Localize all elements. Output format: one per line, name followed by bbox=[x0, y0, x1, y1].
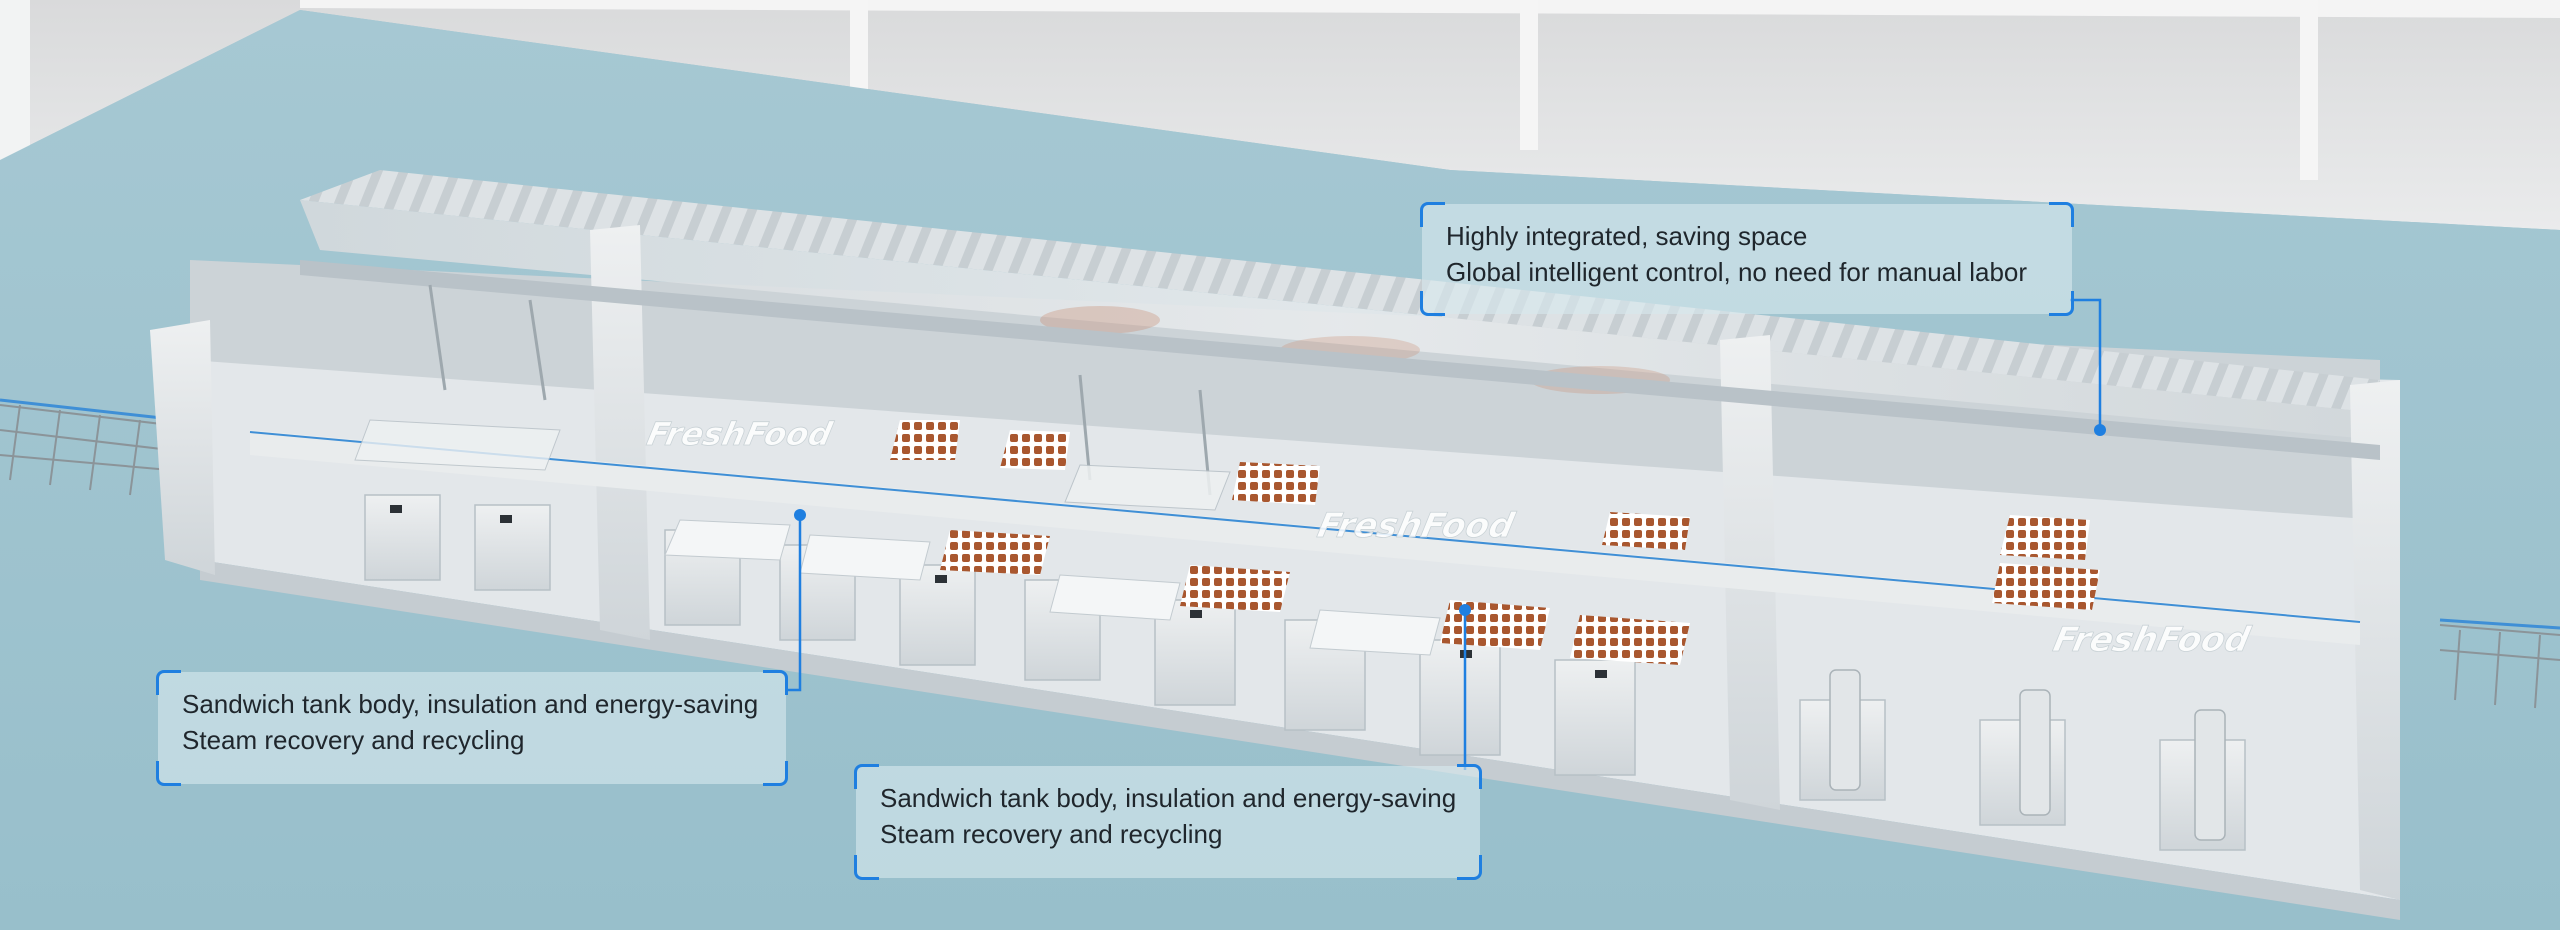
callout-bracket-corner bbox=[854, 764, 879, 789]
left-conveyor bbox=[0, 398, 181, 496]
tank-units bbox=[354, 284, 2246, 851]
svg-text:FreshFood: FreshFood bbox=[2050, 620, 2254, 660]
callout-text-line: Steam recovery and recycling bbox=[182, 725, 525, 755]
callout-bracket-corner bbox=[156, 761, 181, 786]
callout-top-right: Highly integrated, saving space Global i… bbox=[1420, 202, 2074, 316]
callout-bracket-corner bbox=[1420, 291, 1445, 316]
callout-text-line: Sandwich tank body, insulation and energ… bbox=[182, 689, 759, 719]
upper-product-trays bbox=[890, 420, 2090, 560]
callout-bracket-corner bbox=[1420, 202, 1445, 227]
callout-leaders bbox=[785, 298, 2102, 770]
callout-bracket-corner bbox=[1457, 764, 1482, 789]
callout-bracket-corner bbox=[156, 670, 181, 695]
right-conveyor bbox=[2439, 618, 2560, 709]
svg-text:FreshFood: FreshFood bbox=[644, 415, 837, 453]
callout-bracket-corner bbox=[2049, 291, 2074, 316]
callout-bottom-middle: Sandwich tank body, insulation and energ… bbox=[854, 764, 1482, 880]
svg-text:FreshFood: FreshFood bbox=[1314, 506, 1518, 546]
callout-bracket-corner bbox=[763, 761, 788, 786]
callout-bracket-corner bbox=[2049, 202, 2074, 227]
callout-text-line: Steam recovery and recycling bbox=[880, 819, 1223, 849]
back-wall bbox=[0, 0, 2560, 230]
callout-bracket-corner bbox=[1457, 855, 1482, 880]
callout-bottom-left: Sandwich tank body, insulation and energ… bbox=[156, 670, 788, 786]
callout-anchor-dots bbox=[794, 424, 2106, 616]
callout-text-line: Global intelligent control, no need for … bbox=[1446, 257, 2028, 287]
callout-bracket-corner bbox=[763, 670, 788, 695]
brand-logos: FreshFood FreshFood FreshFood bbox=[643, 415, 2254, 660]
callout-text-line: Highly integrated, saving space bbox=[1446, 221, 1808, 251]
callout-bracket-corner bbox=[854, 855, 879, 880]
callout-text-line: Sandwich tank body, insulation and energ… bbox=[880, 783, 1457, 813]
